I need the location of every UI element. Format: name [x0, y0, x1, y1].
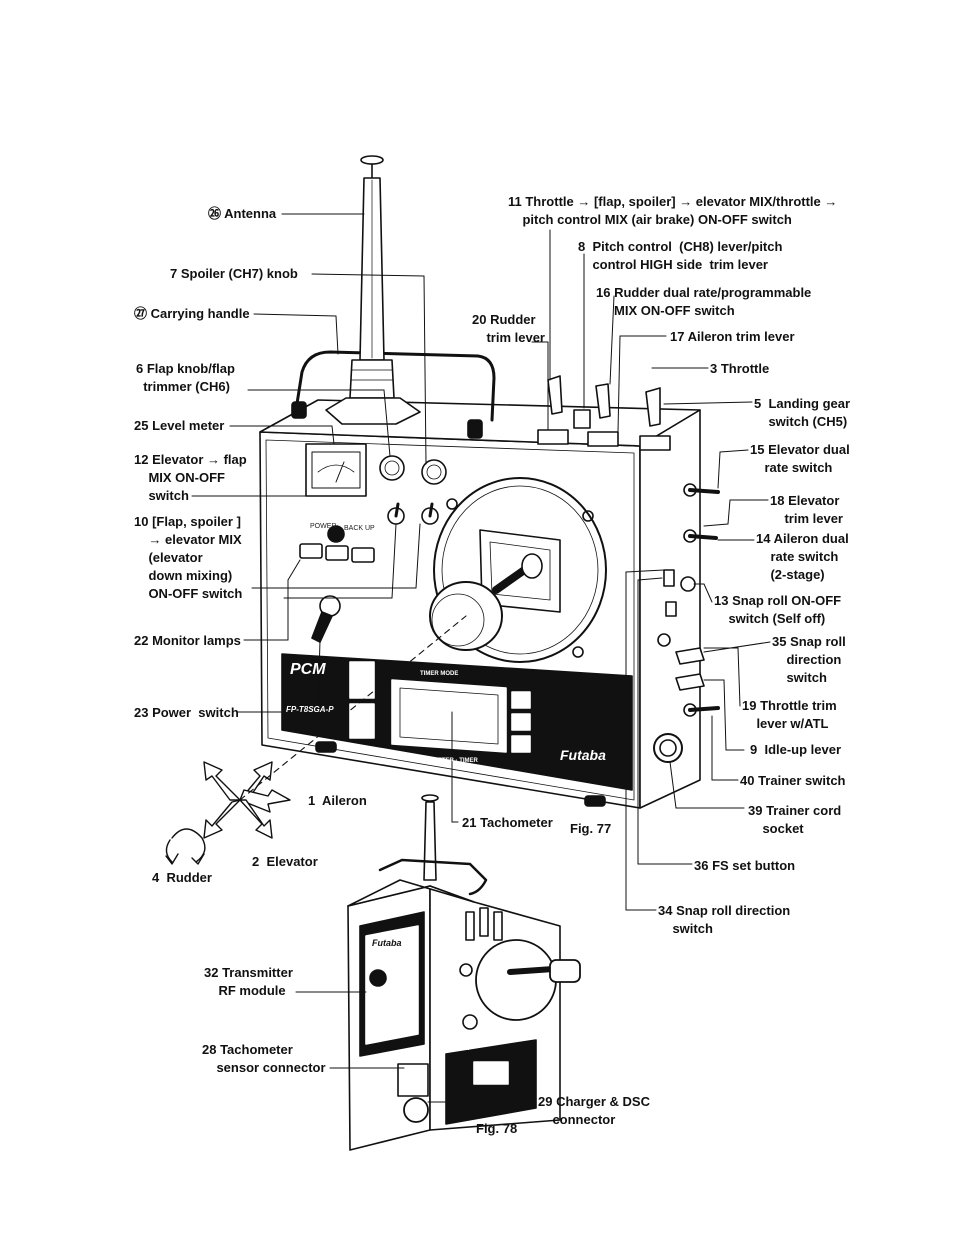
callout-snap-roll-direction: 35 Snap roll direction switch: [772, 634, 846, 685]
callout-fs-set: 36 FS set button: [694, 858, 796, 873]
callout-rf-module: 32 Transmitter RF module: [204, 965, 293, 998]
callout-throttle-trim: 19 Throttle trim lever w/ATL: [742, 698, 837, 731]
callout-trainer-switch: 40 Trainer switch: [740, 773, 846, 788]
top-levers: [537, 375, 671, 451]
callout-flap-knob: 6 Flap knob/flap trimmer (CH6): [136, 361, 235, 394]
callout-elevator: 2 Elevator: [252, 854, 318, 869]
rf-module-brand: Futaba: [372, 938, 402, 948]
callout-aileron: 1 Aileron: [308, 793, 367, 808]
callout-landing-gear: 5 Landing gear switch (CH5): [754, 396, 851, 429]
callout-spoiler-knob: 7 Spoiler (CH7) knob: [170, 266, 298, 281]
leader-lines: [191, 213, 771, 1103]
callout-throttle-mix: 11 Throttle → [flap, spoiler] → elevator…: [508, 194, 838, 227]
callout-antenna: ㉖ Antenna: [208, 206, 277, 221]
callout-power-switch: 23 Power switch: [134, 705, 239, 720]
callout-charger: 29 Charger & DSC connector: [538, 1094, 650, 1127]
right-stick-gimbal: [429, 477, 607, 663]
transmitter-rear-body: [347, 794, 581, 1151]
callout-snap-roll-direction-34: 34 Snap roll direction switch: [658, 903, 791, 936]
flap-knob: [379, 455, 405, 481]
spoiler-knob: [421, 459, 447, 485]
callout-idle-up: 9 Idle-up lever: [750, 742, 842, 757]
callout-pitch-control: 8 Pitch control (CH8) lever/pitch contro…: [578, 239, 783, 272]
power-text: POWER: [310, 523, 336, 530]
callout-monitor-lamps: 22 Monitor lamps: [134, 633, 241, 648]
model-name: FP-T8SGA-P: [286, 705, 334, 714]
level-meter: [305, 443, 367, 497]
callout-tach-sensor: 28 Tachometer sensor connector: [202, 1042, 326, 1075]
callout-elevator-flap-mix: 12 Elevator → flap MIX ON-OFF switch: [134, 452, 247, 503]
callout-throttle: 3 Throttle: [710, 361, 770, 376]
side-switches: [653, 483, 720, 763]
rear-pcm-logo: PCM: [450, 1042, 471, 1052]
callout-trainer-cord: 39 Trainer cord socket: [748, 803, 842, 836]
stick-direction-arrows: [165, 615, 467, 865]
brand-logo: Futaba: [560, 747, 606, 763]
antenna: [325, 155, 421, 425]
pcm-logo: PCM: [290, 661, 326, 678]
callout-aileron-trim: 17 Aileron trim lever: [670, 329, 795, 344]
tachometer-panel-text: TACHOMETER · TIMER: [412, 758, 479, 764]
carrying-handle: [294, 350, 496, 422]
callout-rudder-trim: 20 Rudder trim lever: [472, 312, 545, 345]
callout-snap-roll-switch: 13 Snap roll ON-OFF switch (Self off): [714, 593, 842, 626]
callout-tachometer: 21 Tachometer: [462, 815, 553, 830]
figure-77-caption: Fig. 77: [570, 821, 612, 836]
mix-toggle-switches: [387, 502, 439, 525]
timer-mode-text: TIMER MODE: [420, 671, 458, 677]
callout-rudder: 4 Rudder: [152, 870, 212, 885]
power-switch: [311, 595, 341, 643]
monitor-lamps: [299, 525, 375, 563]
callout-carrying-handle: ㉗ Carrying handle: [134, 306, 250, 321]
callout-flap-spoiler-elevator-mix: 10 [Flap, spoiler ] → elevator MIX (elev…: [134, 514, 243, 601]
callout-level-meter: 25 Level meter: [134, 418, 225, 433]
back-up-text: BACK UP: [344, 525, 375, 532]
figure-78-caption: Fig. 78: [476, 1121, 518, 1136]
callout-aileron-dual-rate: 14 Aileron dual rate switch (2-stage): [756, 531, 849, 582]
callout-elevator-trim: 18 Elevator trim lever: [770, 493, 843, 526]
callout-elevator-dual-rate: 15 Elevator dual rate switch: [750, 442, 850, 475]
callout-rudder-dual-rate: 16 Rudder dual rate/programmable MIX ON-…: [596, 285, 812, 318]
